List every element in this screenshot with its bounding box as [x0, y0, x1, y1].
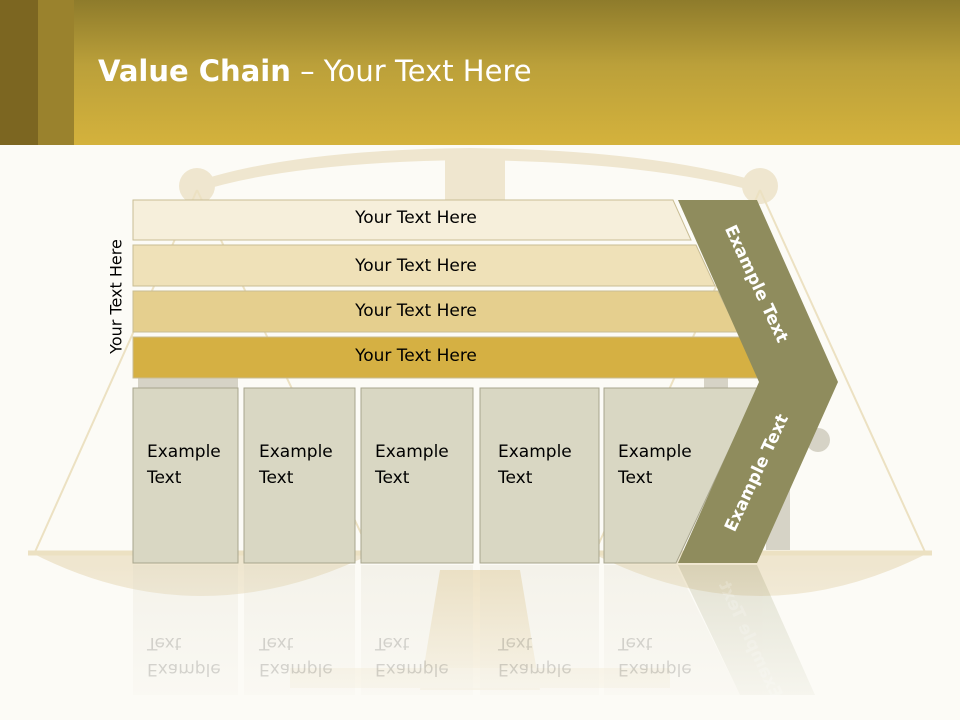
box-1-line1: Example [147, 442, 221, 462]
box-1-label: Example Text [147, 439, 221, 491]
box-5-line1: Example [618, 442, 692, 462]
page-title: Value Chain – Your Text Here [98, 54, 532, 88]
box-1-shape[interactable] [132, 387, 239, 564]
band-4-label: Your Text Here [355, 346, 477, 366]
box-2-label: Example Text [259, 439, 333, 491]
box-2-line1: Example [259, 442, 333, 462]
box-2-line2: Text [259, 468, 294, 488]
box-4-shape[interactable] [479, 387, 600, 564]
box-4-line2: Text [498, 468, 533, 488]
box-3-line1: Example [375, 442, 449, 462]
band-1-shape[interactable] [132, 199, 692, 241]
box-5-shape[interactable] [603, 387, 759, 564]
box-5-line2: Text [618, 468, 653, 488]
band-2-shape[interactable] [132, 244, 716, 287]
box-3-line2: Text [375, 468, 410, 488]
vertical-side-label: Your Text Here [106, 239, 126, 354]
header-stripe-mid [38, 0, 74, 145]
band-2-label: Your Text Here [355, 256, 477, 276]
box-5-label: Example Text [618, 439, 692, 491]
box-4-line1: Example [498, 442, 572, 462]
title-bar: Value Chain – Your Text Here [0, 0, 960, 145]
box-3-shape[interactable] [360, 387, 474, 564]
box-3-label: Example Text [375, 439, 449, 491]
box-2-shape[interactable] [243, 387, 356, 564]
header-stripe-dark [0, 0, 38, 145]
title-bold-part: Value Chain [98, 54, 291, 88]
box-4-label: Example Text [498, 439, 572, 491]
title-rest-part: – Your Text Here [290, 54, 532, 88]
box-1-line2: Text [147, 468, 182, 488]
chevron-arrow-shape[interactable] [678, 200, 838, 563]
band-3-label: Your Text Here [355, 301, 477, 321]
band-1-label: Your Text Here [355, 208, 477, 228]
